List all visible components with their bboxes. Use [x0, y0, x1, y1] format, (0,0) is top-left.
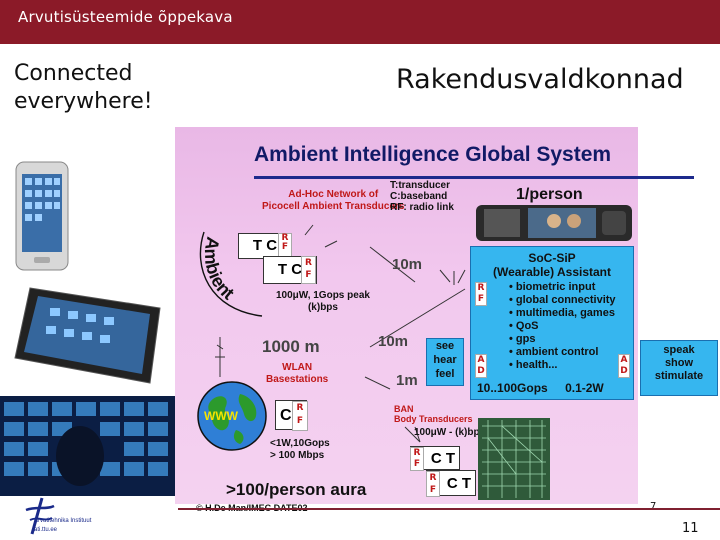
tv-wall-icon [0, 396, 176, 496]
wlan-label: WLAN Basestations [266, 362, 328, 386]
list-item: • multimedia, games [509, 307, 633, 320]
list-item: • biometric input [509, 281, 633, 294]
c-label: C [431, 450, 442, 467]
f-label: F [478, 294, 484, 304]
d-label: D [477, 366, 484, 376]
soc-sip-box: SoC-SiP (Wearable) Assistant • biometric… [470, 246, 634, 400]
panel-right-blank [638, 127, 720, 504]
aura-label: >100/person aura [226, 480, 366, 500]
www-power: <1W,10Gops > 100 Mbps [270, 438, 330, 462]
soc-gops: 10..100Gops [477, 381, 548, 395]
d-label: D [620, 366, 627, 376]
c-label: C [447, 475, 458, 492]
institute-url: ati.ttu.ee [34, 527, 57, 533]
r-label: R [430, 473, 437, 483]
distance-10m-b: 10m [378, 333, 408, 350]
page-number: 11 [682, 521, 699, 536]
soc-feature-list: • biometric input • global connectivity … [509, 281, 633, 372]
r-label: R [297, 403, 304, 413]
distance-10m-a: 10m [392, 256, 422, 273]
slogan-text: Connected everywhere! [14, 60, 153, 116]
f-label: F [414, 459, 420, 469]
soc-watts: 0.1-2W [565, 381, 604, 395]
a-label: A [621, 355, 628, 365]
diagram-slide-number: 7 [650, 501, 656, 512]
a-label: A [478, 355, 485, 365]
c-label: C [280, 407, 292, 424]
phone-icon [14, 160, 70, 272]
soc-performance: 10..100Gops 0.1-2W [477, 381, 604, 395]
r-label: R [414, 448, 421, 458]
list-item: • global connectivity [509, 294, 633, 307]
www-label: WWW [204, 409, 238, 423]
distance-1000m: 1000 m [262, 337, 320, 357]
t-label: T [446, 450, 455, 467]
soc-title: SoC-SiP (Wearable) Assistant [471, 251, 633, 279]
ban-power: 100μW - (k)bps [414, 427, 485, 438]
list-item: • QoS [509, 320, 633, 333]
f-label: F [430, 485, 436, 495]
footer-line [178, 508, 720, 510]
tablet-icon [10, 278, 170, 388]
list-item: • ambient control [509, 346, 633, 359]
t-label: T [462, 475, 471, 492]
list-item: • gps [509, 333, 633, 346]
picocell-power: 100μW, 1Gops peak (k)bps [276, 290, 370, 314]
speak-show-box: speak show stimulate [640, 340, 718, 396]
see-hear-feel-box: see hear feel [426, 338, 464, 386]
ban-label: BAN Body Transducers [394, 404, 473, 424]
slide-title: Rakendusvaldkonnad [396, 64, 684, 95]
r-label: R [478, 283, 485, 293]
course-title: Arvutisüsteemide õppekava [18, 8, 233, 26]
fpga-chip-icon [478, 418, 550, 500]
f-label: F [297, 416, 303, 426]
distance-1m: 1m [396, 372, 418, 389]
list-item: • health... [509, 359, 633, 372]
institute-name: Arvutitehnika Instituut [34, 518, 91, 524]
